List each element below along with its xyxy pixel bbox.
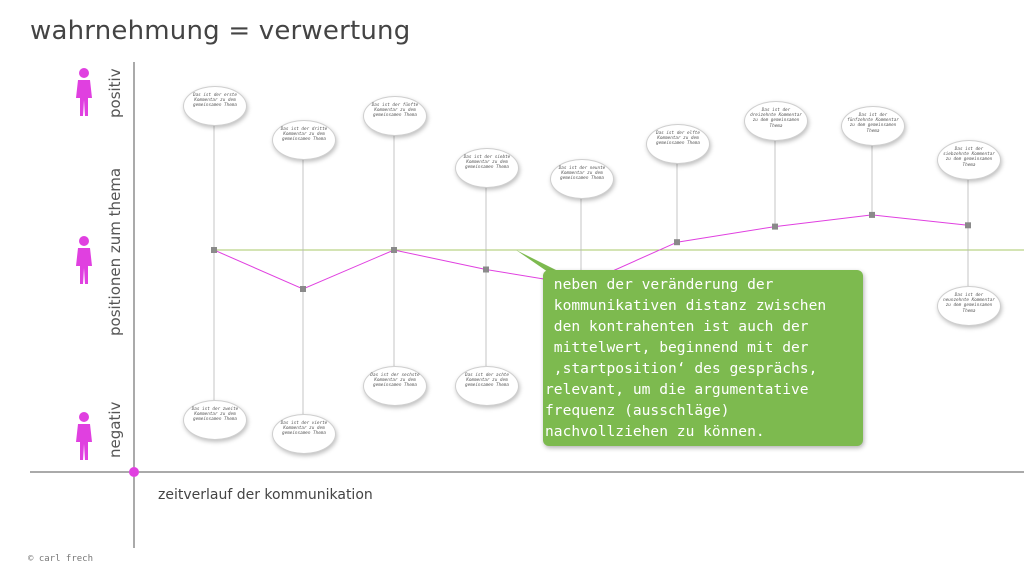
position-marker (300, 286, 306, 292)
comment-bubble: Das ist der siebzehnte Kommentar zu dem … (937, 140, 1001, 180)
callout-box: neben der veränderung der kommunikativen… (543, 270, 863, 446)
comment-bubble: Das ist der neunte Kommentar zu dem geme… (550, 159, 614, 199)
position-marker (965, 222, 971, 229)
comment-bubble: Das ist der zweite Kommentar zu dem geme… (183, 400, 247, 440)
callout-line-5: ‚startposition‘ des gesprächs, (545, 360, 818, 377)
x-axis-title: zeitverlauf der kommunikation (158, 487, 373, 503)
position-marker (211, 247, 217, 253)
copyright-note: © carl frech (28, 554, 94, 564)
comment-bubble: Das ist der dritte Kommentar zu dem geme… (272, 120, 336, 160)
person-silhouette-icon (76, 236, 92, 284)
position-marker (869, 211, 875, 218)
comment-bubble: Das ist der fünfzehnte Kommentar zu dem … (841, 106, 905, 146)
comment-bubble: Das ist der dreizehnte Kommentar zu dem … (744, 101, 808, 141)
comment-bubble: Das ist der elfte Kommentar zu dem gemei… (646, 124, 710, 164)
person-silhouette-icon (76, 412, 92, 460)
comment-bubble: Das ist der neunzehnte Kommentar zu dem … (937, 286, 1001, 326)
callout-tail (516, 250, 560, 272)
comment-bubble: Das ist der siebte Kommentar zu dem geme… (455, 148, 519, 188)
callout-line-2: kommunikativen distanz zwischen (545, 297, 827, 314)
position-marker (391, 247, 397, 253)
position-marker (674, 239, 680, 246)
callout-line-6: relevant, um die argumentative (545, 381, 809, 398)
y-axis-bottom-label: negativ (106, 401, 124, 458)
slide-title: wahrnehmung = verwertung (30, 16, 411, 46)
position-marker (483, 266, 489, 273)
y-axis-top-label: positiv (106, 68, 124, 118)
axis-origin-dot (129, 467, 139, 477)
callout-line-4: mittelwert, beginnend mit der (545, 339, 809, 356)
callout-line-8: nachvollziehen zu können. (545, 423, 765, 440)
comment-bubble: Das ist der erste Kommentar zu dem gemei… (183, 86, 247, 126)
comment-bubble: Das ist der vierte Kommentar zu dem geme… (272, 414, 336, 454)
y-axis-title: positionen zum thema (106, 167, 124, 336)
comment-bubble: Das ist der fünfte Kommentar zu dem geme… (363, 96, 427, 136)
position-marker (772, 223, 778, 230)
person-silhouette-icon (76, 68, 92, 116)
callout-line-3: den kontrahenten ist auch der (545, 318, 809, 335)
comment-bubble: Das ist der sechste Kommentar zu dem gem… (363, 366, 427, 406)
callout-line-1: neben der veränderung der (545, 276, 774, 293)
comment-bubble: Das ist der achte Kommentar zu dem gemei… (455, 366, 519, 406)
callout-line-7: frequenz (ausschläge) (545, 402, 730, 419)
